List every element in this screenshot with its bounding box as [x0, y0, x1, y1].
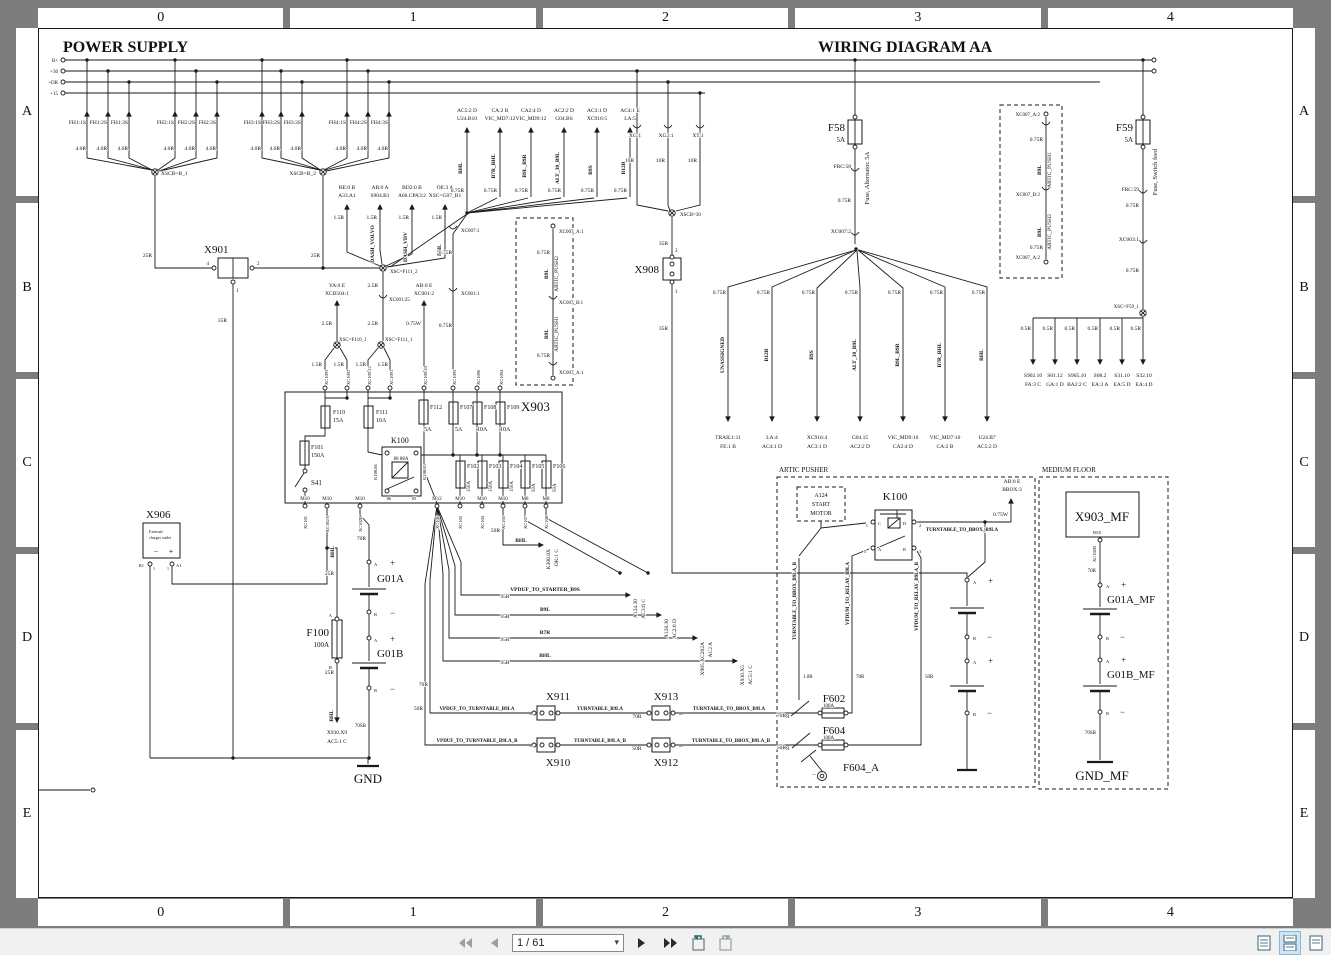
next-view-icon	[719, 934, 732, 951]
continuous-page-view-icon	[1283, 934, 1297, 951]
continuous-page-view-button[interactable]	[1279, 930, 1301, 955]
single-page-view-button[interactable]	[1253, 931, 1275, 955]
grid-row-label: B	[1293, 203, 1315, 372]
first-page-button[interactable]	[456, 933, 476, 953]
previous-view-icon	[692, 934, 705, 951]
grid-row-label: E	[1293, 729, 1315, 899]
grid-row-label: D	[16, 554, 38, 723]
facing-page-view-button[interactable]	[1305, 931, 1327, 955]
grid-col-label: 1	[290, 8, 536, 28]
grid-col-label: 2	[542, 899, 789, 926]
viewer-toolbar: 1 / 61 ▾	[0, 928, 1331, 955]
grid-col-label: 0	[38, 8, 284, 28]
next-view-button[interactable]	[716, 933, 736, 953]
page-number-input[interactable]: 1 / 61 ▾	[512, 933, 624, 952]
grid-row-label: B	[16, 203, 38, 372]
first-page-icon	[459, 937, 472, 948]
last-page-icon	[664, 937, 677, 948]
page-number-value: 1 / 61	[517, 936, 545, 949]
previous-page-button[interactable]	[484, 933, 504, 953]
facing-page-view-icon	[1309, 934, 1323, 951]
grid-col-label: 0	[38, 899, 284, 926]
last-page-button[interactable]	[660, 933, 680, 953]
grid-col-label: 3	[795, 899, 1041, 926]
grid-col-label: 3	[795, 8, 1041, 28]
grid-col-label: 2	[542, 8, 789, 28]
previous-page-icon	[491, 937, 498, 948]
grid-row-label: C	[16, 378, 38, 548]
next-page-button[interactable]	[632, 933, 652, 953]
chevron-down-icon[interactable]: ▾	[614, 937, 619, 947]
grid-row-label: E	[16, 729, 38, 899]
schematic-sheet	[38, 28, 1293, 898]
grid-row-label: A	[1293, 28, 1315, 197]
grid-col-label: 4	[1047, 899, 1294, 926]
grid-col-label: 4	[1047, 8, 1294, 28]
grid-row-label: D	[1293, 554, 1315, 723]
grid-row-label: A	[16, 28, 38, 197]
grid-row-label: C	[1293, 378, 1315, 548]
previous-view-button[interactable]	[688, 933, 708, 953]
next-page-icon	[638, 937, 645, 948]
single-page-view-icon	[1257, 934, 1271, 951]
grid-col-label: 1	[290, 899, 536, 926]
